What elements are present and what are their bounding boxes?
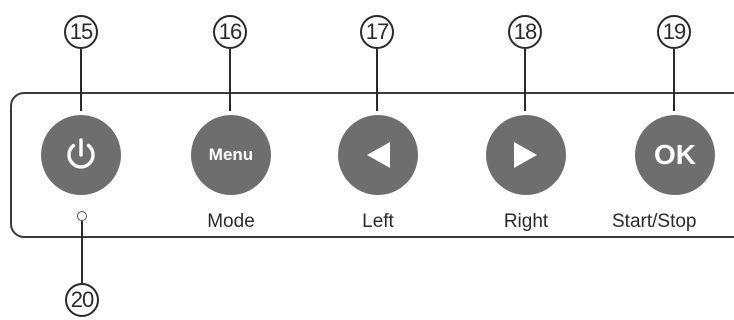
left-triangle-icon: [367, 142, 390, 168]
power-button[interactable]: [41, 115, 121, 195]
ok-button-label: OK: [654, 139, 696, 170]
callout-18: 18: [508, 15, 542, 49]
callout-17: 17: [360, 15, 394, 49]
callout-17-number: 17: [365, 19, 390, 44]
power-icon: [67, 138, 95, 169]
mode-label: Mode: [207, 211, 255, 232]
callout-20-number: 20: [70, 287, 95, 312]
leader-line-16: [229, 49, 231, 111]
leader-line-17: [376, 49, 378, 111]
menu-button-label: Menu: [208, 145, 254, 164]
left-label: Left: [362, 211, 394, 232]
callout-16: 16: [213, 15, 247, 49]
ok-button[interactable]: OK: [635, 115, 715, 195]
right-triangle-icon: [514, 142, 537, 168]
callout-19-number: 19: [662, 19, 687, 44]
left-button[interactable]: [338, 115, 418, 195]
callout-16-number: 16: [218, 19, 243, 44]
callout-19: 19: [657, 15, 691, 49]
leader-line-18: [524, 49, 526, 111]
led-indicator-icon: [77, 211, 87, 221]
callout-15-number: 15: [69, 19, 94, 44]
right-label: Right: [503, 211, 549, 232]
right-button[interactable]: [486, 115, 566, 195]
leader-line-19: [673, 49, 675, 111]
start-stop-label: Start/Stop: [612, 211, 697, 232]
menu-button[interactable]: Menu: [191, 115, 271, 195]
leader-line-20: [81, 221, 83, 283]
callout-20: 20: [65, 283, 99, 317]
callout-18-number: 18: [513, 19, 538, 44]
leader-line-15: [80, 49, 82, 111]
control-panel-outline: [10, 92, 734, 238]
callout-15: 15: [64, 15, 98, 49]
